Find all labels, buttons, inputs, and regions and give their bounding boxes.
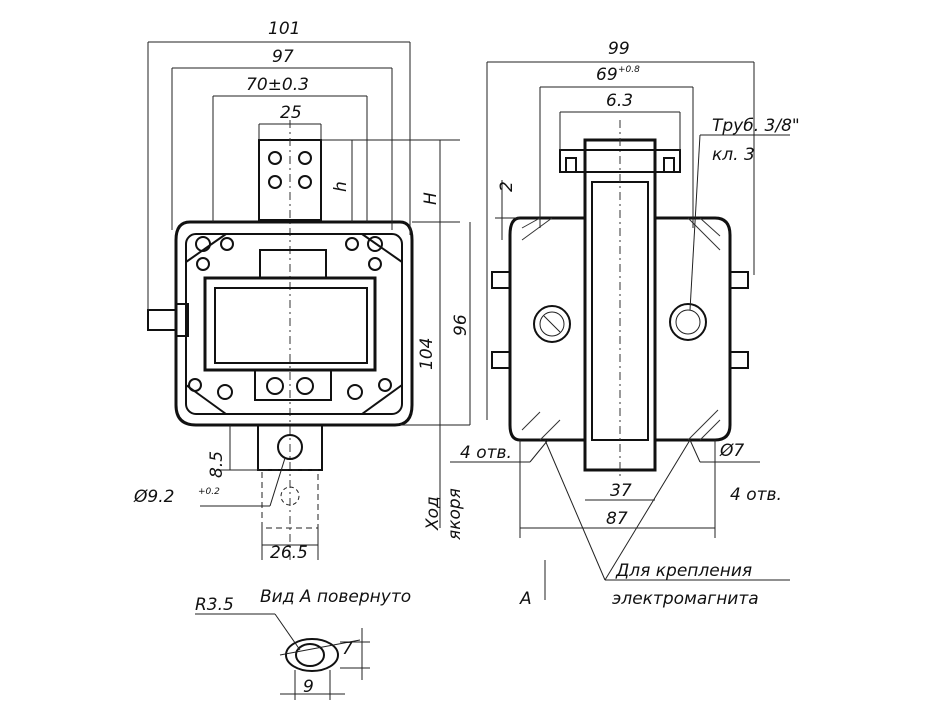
front-dim-h: h: [331, 181, 351, 192]
front-dim-96: 96: [451, 314, 471, 336]
front-dim-104: 104: [417, 338, 437, 370]
front-view: 101 97 70±0.3 25 h H 104 96 8.5 Ø9.2 +0.…: [133, 19, 471, 563]
front-dim-97: 97: [272, 47, 294, 67]
detail-title: Вид А повернуто: [260, 587, 411, 607]
front-bottom-tab: [257, 424, 323, 471]
side-gauge-right: [669, 303, 707, 341]
front-dim-H: H: [421, 192, 441, 205]
front-dim-26-5: 26.5: [270, 543, 308, 563]
pipe-label-1: Труб. 3/8": [712, 116, 800, 136]
side-dim-37: 37: [610, 481, 632, 501]
front-hole-diameter: Ø9.2: [133, 487, 174, 507]
side-dim-99: 99: [608, 39, 630, 59]
detail-slot: [285, 638, 339, 672]
front-dim-101: 101: [268, 19, 300, 39]
side-holes-right: 4 отв.: [730, 485, 782, 505]
side-holes-left: 4 отв.: [460, 443, 512, 463]
side-dim-69: 69: [596, 65, 618, 85]
side-hole-7: Ø7: [719, 441, 744, 461]
side-dim-87: 87: [606, 509, 628, 529]
side-dim-69-tol: +0.8: [618, 65, 640, 75]
detail-dim-9: 9: [303, 677, 314, 697]
detail-dim-7: 7: [342, 639, 353, 659]
side-view: 99 69 +0.8 6.3 2 Труб. 3/8" кл. 3 4 отв.…: [450, 39, 800, 609]
front-hole-tolerance: +0.2: [198, 487, 220, 497]
front-dim-8-5: 8.5: [207, 451, 227, 478]
front-dim-70: 70±0.3: [246, 75, 309, 95]
detail-radius: R3.5: [195, 595, 234, 615]
armature-label-1: Ход: [423, 496, 443, 531]
mount-label-2: электромагнита: [612, 589, 759, 609]
side-gauge-left: [533, 305, 571, 343]
view-marker-a: A: [519, 589, 532, 609]
side-dim-2: 2: [497, 181, 517, 192]
mount-label-1: Для крепления: [615, 561, 752, 581]
side-left-housing: [508, 216, 587, 442]
side-right-housing: [653, 216, 732, 442]
armature-label-2: якоря: [445, 488, 465, 540]
side-dim-6-3: 6.3: [606, 91, 633, 111]
front-dim-25: 25: [280, 103, 302, 123]
detail-view-a: Вид А повернуто R3.5 7 9: [195, 587, 411, 700]
front-housing: [174, 220, 414, 427]
pipe-label-2: кл. 3: [712, 145, 755, 165]
